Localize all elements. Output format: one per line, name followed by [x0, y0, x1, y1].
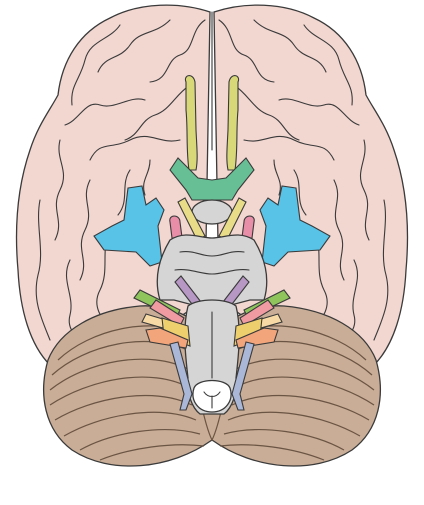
pituitary-stalk — [191, 199, 233, 225]
olfactory-nerve-icon — [184, 75, 240, 171]
vermis — [199, 399, 225, 442]
accessory-nerve-icon — [169, 341, 255, 411]
oculomotor-nerve-icon — [177, 197, 247, 241]
pons-icon — [156, 234, 268, 311]
trigeminal-nerve-icon — [93, 185, 331, 267]
gyri-folds — [35, 19, 389, 346]
optic-chiasm-icon — [169, 157, 255, 201]
